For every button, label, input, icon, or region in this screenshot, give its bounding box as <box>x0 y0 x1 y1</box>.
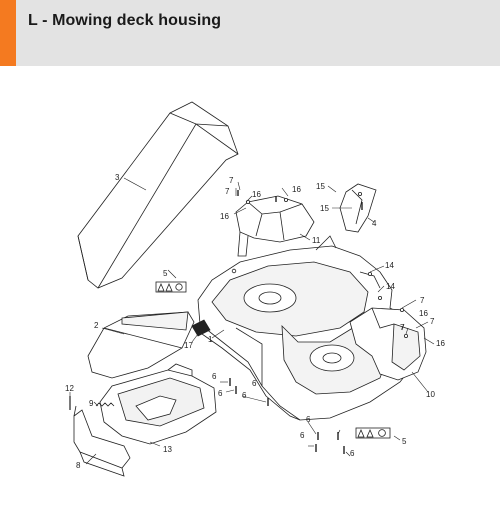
callout-9: 9 <box>89 399 94 408</box>
callout-14b: 14 <box>386 282 395 291</box>
callout-16c: 16 <box>220 212 229 221</box>
callout-16d: 16 <box>419 309 428 318</box>
part-deck-cover <box>235 195 315 257</box>
callout-15b: 15 <box>320 204 329 213</box>
warning-labels-bottom <box>355 427 391 439</box>
callout-4: 4 <box>372 219 377 228</box>
callout-17: 17 <box>184 341 193 350</box>
part-collector <box>87 311 195 379</box>
callouts: 3 7 7 16 16 16 11 15 15 4 5 14 14 7 16 7… <box>65 173 445 470</box>
accent-bar <box>0 0 16 66</box>
part-spring <box>95 402 115 407</box>
callout-7e: 7 <box>430 317 435 326</box>
callout-5b: 5 <box>402 437 407 446</box>
callout-11: 11 <box>312 236 321 245</box>
warning-labels-top <box>155 281 187 293</box>
page-title: L - Mowing deck housing <box>28 12 222 29</box>
callout-6c: 6 <box>242 391 247 400</box>
part-deflector <box>349 307 427 381</box>
part-support-frame <box>99 363 217 445</box>
callout-13: 13 <box>163 445 172 454</box>
callout-1: 1 <box>208 335 213 344</box>
callout-7b: 7 <box>225 187 230 196</box>
part-bracket <box>73 405 131 477</box>
callout-16e: 16 <box>436 339 445 348</box>
callout-12: 12 <box>65 384 74 393</box>
callout-6a: 6 <box>212 372 217 381</box>
callout-5a: 5 <box>163 269 168 278</box>
callout-7a: 7 <box>229 176 234 185</box>
callout-14a: 14 <box>385 261 394 270</box>
callout-6f: 6 <box>300 431 305 440</box>
callout-6g: 6 <box>350 449 355 458</box>
callout-6e: 6 <box>306 415 311 424</box>
callout-3: 3 <box>115 173 120 182</box>
leader-lines <box>69 177 435 465</box>
callout-7d: 7 <box>400 323 405 332</box>
callout-16b: 16 <box>292 185 301 194</box>
part-decal-17 <box>191 319 211 337</box>
part-chute <box>77 101 239 289</box>
callout-2: 2 <box>94 321 99 330</box>
callout-7c: 7 <box>420 296 425 305</box>
callout-8: 8 <box>76 461 81 470</box>
callout-6d: 6 <box>252 379 257 388</box>
callout-16a: 16 <box>252 190 261 199</box>
callout-10: 10 <box>426 390 435 399</box>
parts-diagram: 3 7 7 16 16 16 11 15 15 4 5 14 14 7 16 7… <box>0 66 500 504</box>
page-header: L - Mowing deck housing <box>0 0 500 66</box>
callout-6b: 6 <box>218 389 223 398</box>
callout-15a: 15 <box>316 182 325 191</box>
part-side-plate <box>339 183 377 233</box>
